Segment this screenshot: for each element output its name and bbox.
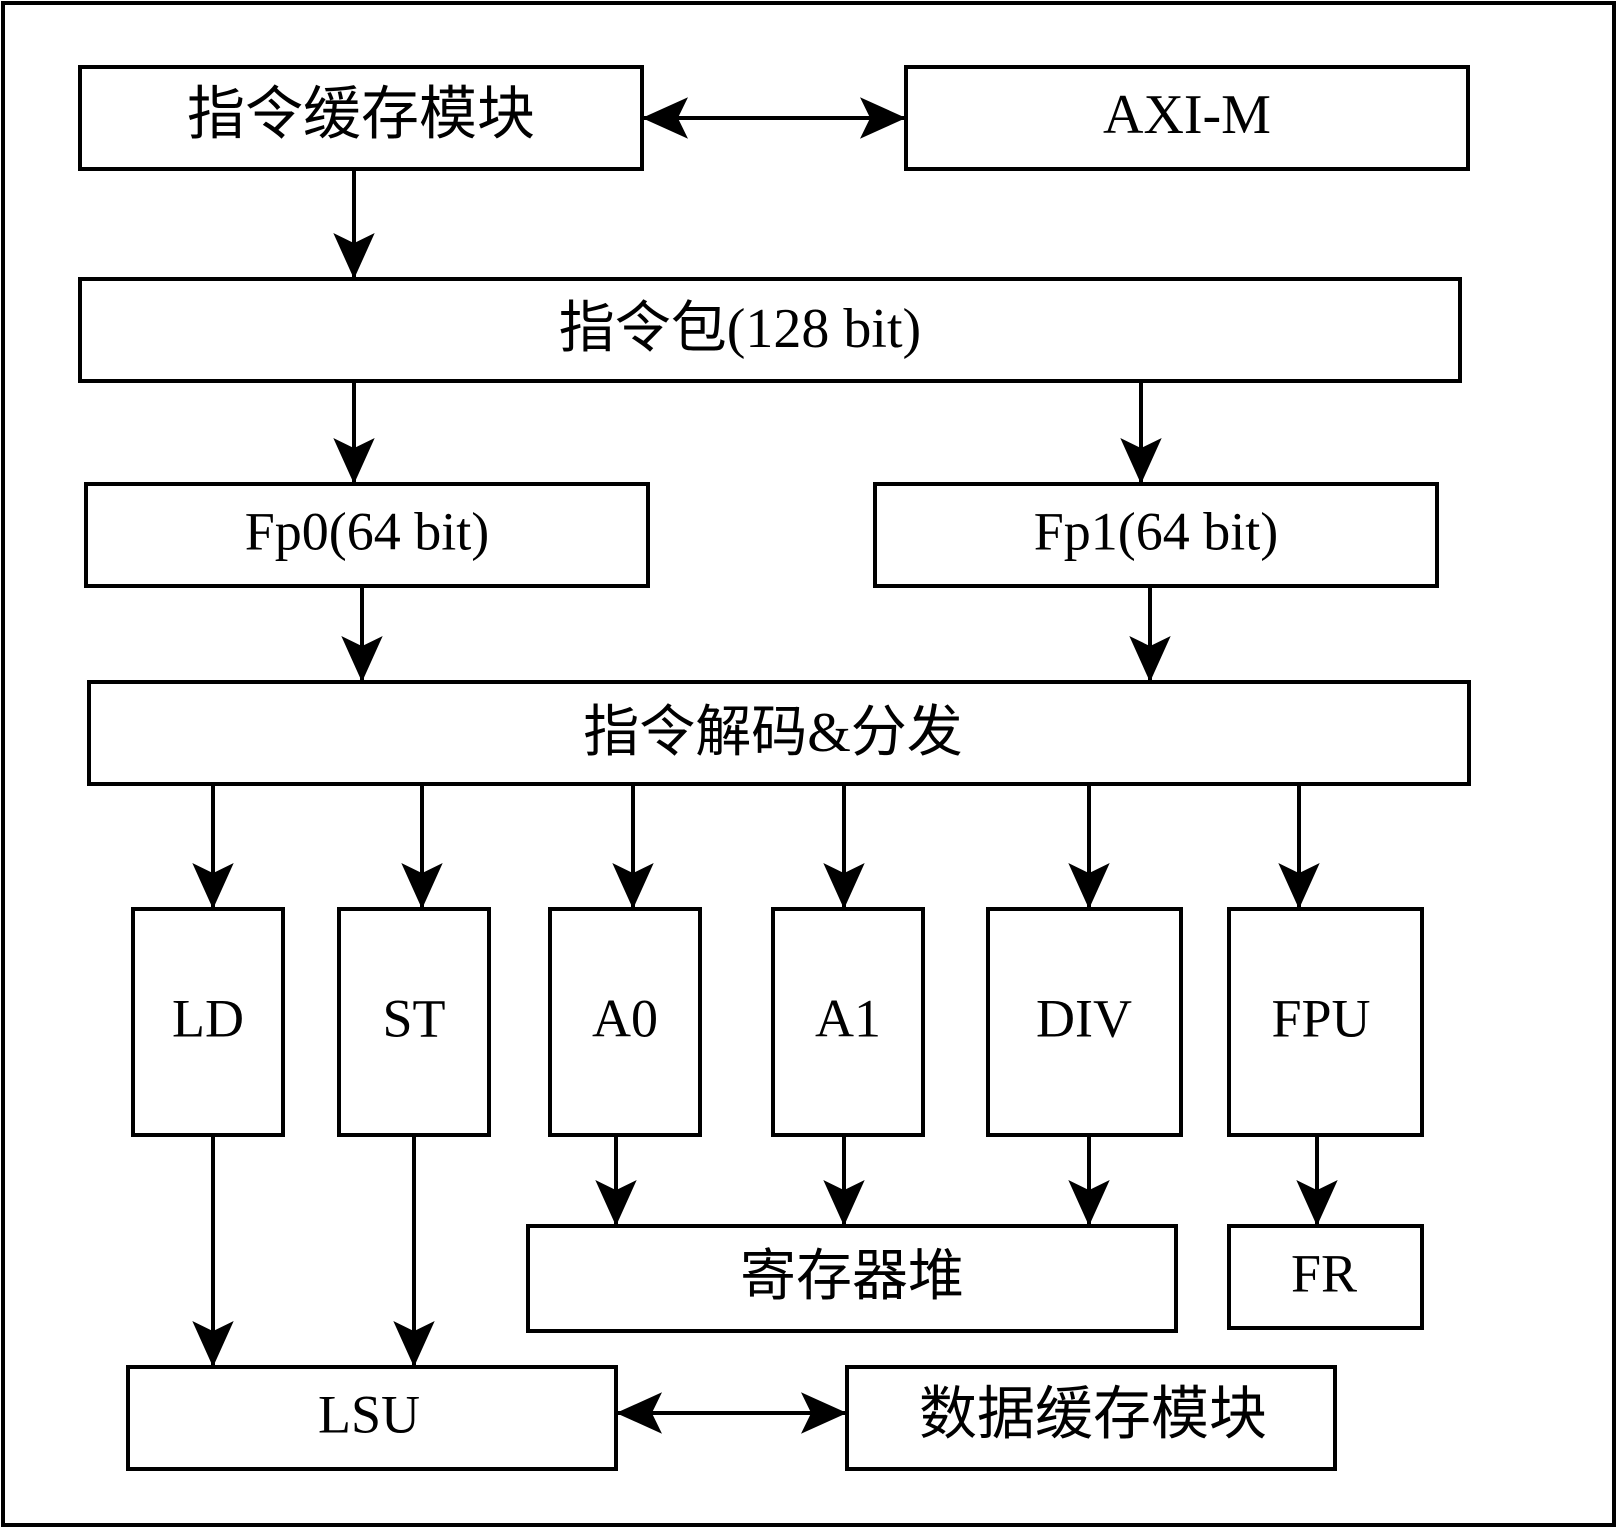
div-unit-box — [986, 907, 1183, 1137]
register-file-box — [526, 1224, 1178, 1333]
instruction-cache-label: 指令缓存模块 — [187, 81, 535, 146]
a0-unit-label: A0 — [592, 988, 658, 1048]
axi-m-box — [904, 65, 1470, 171]
data-cache-label: 数据缓存模块 — [919, 1381, 1267, 1446]
a1-unit-label: A1 — [815, 988, 881, 1048]
fp1-label: Fp1(64 bit) — [1034, 501, 1279, 561]
ld-unit-label: LD — [172, 988, 244, 1048]
st-unit-label: ST — [382, 988, 445, 1048]
a1-unit-box — [771, 907, 925, 1137]
decode-dispatch-box — [87, 680, 1471, 786]
ld-unit-box — [131, 907, 285, 1137]
lsu-label: LSU — [318, 1384, 420, 1444]
instruction-packet-label: 指令包(128 bit) — [559, 298, 921, 360]
lsu-box — [126, 1365, 618, 1471]
instruction-packet-box — [78, 277, 1462, 383]
instruction-cache-box — [78, 65, 644, 171]
fp0-label: Fp0(64 bit) — [245, 501, 490, 561]
st-unit-box — [337, 907, 491, 1137]
data-cache-box — [845, 1365, 1337, 1471]
a0-unit-box — [548, 907, 702, 1137]
fp1-box — [873, 482, 1439, 588]
fr-box — [1227, 1224, 1424, 1330]
fp0-box — [84, 482, 650, 588]
fpu-unit-box — [1227, 907, 1424, 1137]
div-unit-label: DIV — [1036, 988, 1132, 1048]
axi-m-label: AXI-M — [1103, 84, 1271, 146]
decode-dispatch-label: 指令解码&分发 — [583, 702, 963, 764]
fr-label: FR — [1291, 1243, 1357, 1303]
register-file-label: 寄存器堆 — [740, 1246, 964, 1308]
fpu-unit-label: FPU — [1271, 988, 1370, 1048]
